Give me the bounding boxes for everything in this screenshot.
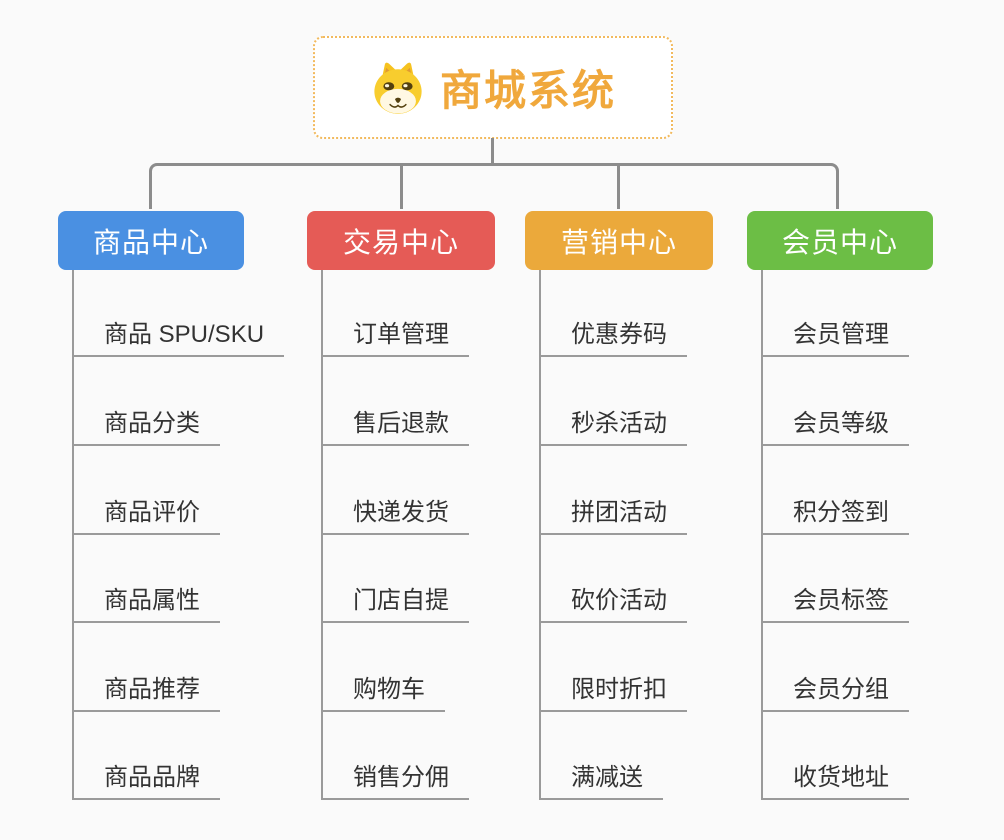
children-column-marketing: 优惠券码 秒杀活动 拼团活动 砍价活动 限时折扣 满减送 — [525, 270, 755, 810]
child-node[interactable]: 会员管理 — [761, 321, 909, 357]
child-node[interactable]: 秒杀活动 — [539, 410, 687, 446]
children-column-product: 商品 SPU/SKU 商品分类 商品评价 商品属性 商品推荐 商品品牌 — [58, 270, 288, 810]
connector-child-line — [539, 270, 541, 800]
child-node[interactable]: 商品分类 — [72, 410, 220, 446]
connector-drop-marketing — [617, 166, 620, 209]
child-node[interactable]: 售后退款 — [321, 410, 469, 446]
child-node[interactable]: 快递发货 — [321, 499, 469, 535]
child-node[interactable]: 会员分组 — [761, 676, 909, 712]
branch-label: 交易中心 — [342, 226, 459, 258]
child-node[interactable]: 会员标签 — [761, 587, 909, 623]
child-node[interactable]: 砍价活动 — [539, 587, 687, 623]
child-node[interactable]: 门店自提 — [321, 587, 469, 623]
branch-node-trade-center[interactable]: 交易中心 — [307, 211, 495, 270]
child-node[interactable]: 订单管理 — [321, 321, 469, 357]
branch-label: 营销中心 — [560, 226, 677, 258]
branch-node-marketing-center[interactable]: 营销中心 — [525, 211, 713, 270]
dog-face-icon — [374, 62, 422, 114]
child-node[interactable]: 商品评价 — [72, 499, 220, 535]
child-node[interactable]: 满减送 — [539, 764, 663, 800]
child-node[interactable]: 商品 SPU/SKU — [72, 321, 285, 357]
children-column-member: 会员管理 会员等级 积分签到 会员标签 会员分组 收货地址 — [747, 270, 977, 810]
root-node-mall-system[interactable]: 商城系统 — [313, 36, 673, 139]
branch-label: 商品中心 — [92, 226, 209, 258]
child-node[interactable]: 商品品牌 — [72, 764, 220, 800]
child-node[interactable]: 优惠券码 — [539, 321, 687, 357]
child-node[interactable]: 收货地址 — [761, 764, 909, 800]
connector-root-stub — [491, 138, 494, 166]
child-node[interactable]: 商品推荐 — [72, 676, 220, 712]
connector-child-line — [321, 270, 323, 800]
branch-node-member-center[interactable]: 会员中心 — [747, 211, 933, 270]
child-node[interactable]: 会员等级 — [761, 410, 909, 446]
branch-node-product-center[interactable]: 商品中心 — [58, 211, 244, 270]
child-node[interactable]: 商品属性 — [72, 587, 220, 623]
connector-child-line — [72, 270, 74, 800]
children-column-trade: 订单管理 售后退款 快递发货 门店自提 购物车 销售分佣 — [307, 270, 537, 810]
child-node[interactable]: 购物车 — [321, 676, 445, 712]
child-node[interactable]: 销售分佣 — [321, 764, 469, 800]
child-node[interactable]: 拼团活动 — [539, 499, 687, 535]
root-node-title: 商城系统 — [439, 67, 616, 114]
connector-bus — [149, 163, 839, 209]
connector-drop-trade — [400, 166, 403, 209]
branch-label: 会员中心 — [781, 226, 898, 258]
connector-child-line — [761, 270, 763, 800]
child-node[interactable]: 限时折扣 — [539, 676, 687, 712]
child-node[interactable]: 积分签到 — [761, 499, 909, 535]
